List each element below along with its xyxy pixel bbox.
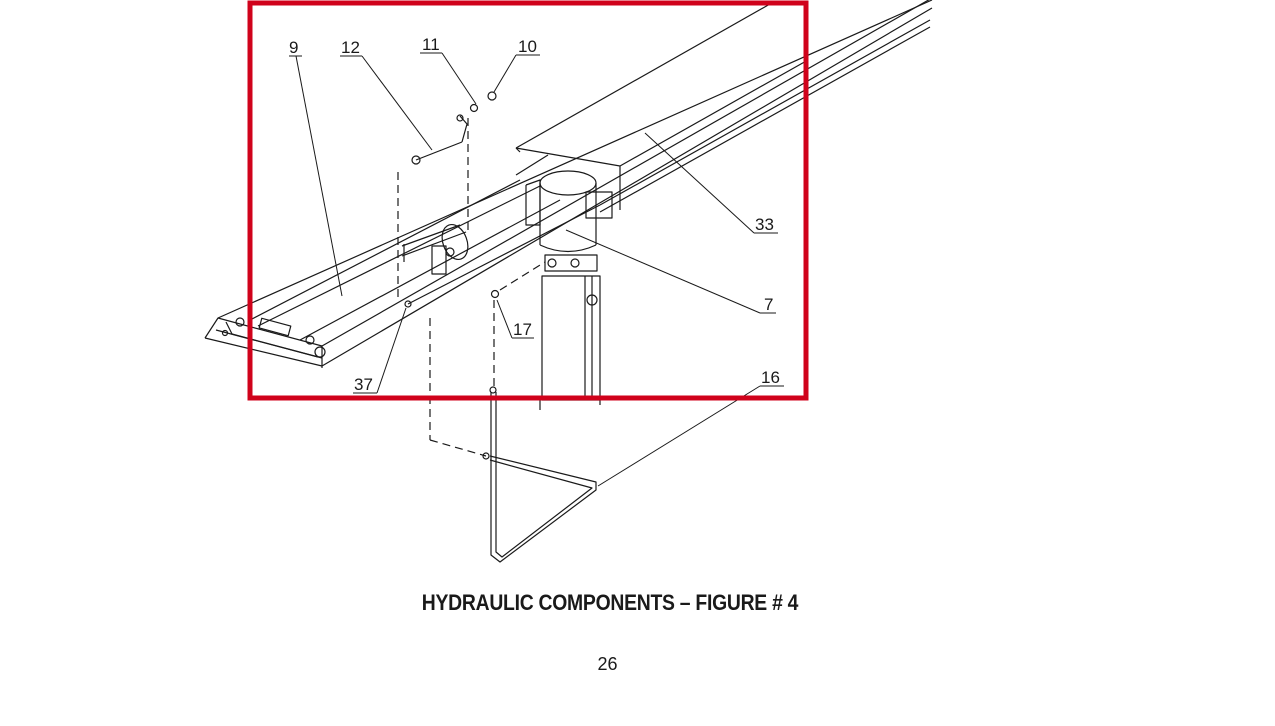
callout-16: 16 — [761, 368, 780, 387]
page-number: 26 — [597, 654, 618, 674]
callout-12: 12 — [341, 38, 360, 57]
cover-plate — [515, 3, 809, 210]
hydraulic-cylinder — [401, 223, 469, 275]
fittings — [469, 91, 497, 113]
hydraulic-hose — [411, 114, 468, 165]
callout-33: 33 — [755, 215, 774, 234]
hydraulic-tube — [489, 392, 597, 563]
small-fittings — [404, 289, 500, 460]
callout-9: 9 — [289, 38, 298, 57]
leader-lines — [289, 52, 784, 487]
callout-7: 7 — [764, 295, 773, 314]
highlight-box — [247, 0, 809, 401]
figure-caption: HYDRAULIC COMPONENTS – FIGURE # 4 — [421, 590, 799, 615]
runway-rail — [204, 0, 933, 368]
callout-11: 11 — [422, 35, 440, 54]
power-unit — [525, 170, 613, 410]
callout-10: 10 — [518, 37, 537, 56]
callout-17: 17 — [513, 320, 532, 339]
assembly-lines — [397, 118, 546, 457]
callout-37: 37 — [354, 375, 373, 394]
